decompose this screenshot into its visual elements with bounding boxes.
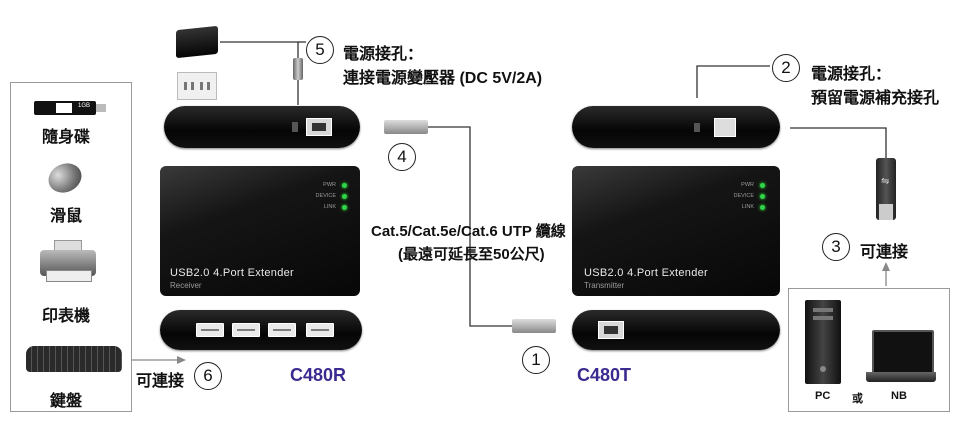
receiver-led-link [342,205,347,210]
step-1-marker: 1 [522,346,550,374]
step-6-marker: 6 [194,362,222,390]
transmitter-led-device [760,194,765,199]
or-label: 或 [852,393,863,405]
transmitter-led-link [760,205,765,210]
keyboard-image [26,346,122,372]
nb-label: NB [891,390,907,402]
power-transmitter-desc: 預留電源補充接孔 [811,90,940,107]
transmitter-led-pwr [760,183,765,188]
peripheral-label-keyboard: 鍵盤 [49,393,82,410]
receiver-usb-port-1 [196,323,224,337]
receiver-led-device [342,194,347,199]
receiver-usb-port-3 [268,323,296,337]
connect-label-left: 可連接 [136,373,185,390]
printer-image [40,240,96,282]
receiver-rj45-port [306,118,332,136]
receiver-led-pwr [342,183,347,188]
transmitter-led-label-pwr: PWR [741,182,754,188]
pc-tower-image [805,300,841,384]
receiver-unit-sub: Receiver [170,281,202,290]
transmitter-rj45-port [598,321,624,339]
transmitter-model-label: C480T [577,365,632,385]
receiver-led-label-link: LINK [323,204,336,210]
step-5-marker: 5 [306,36,334,64]
step-2-marker: 2 [772,54,800,82]
step-4-marker: 4 [388,143,416,171]
transmitter-led-label-link: LINK [741,204,754,210]
transmitter-front-panel [572,310,780,350]
peripheral-label-flash-drive: 隨身碟 [41,129,90,146]
transmitter-unit-sub: Transmitter [584,281,625,290]
receiver-usb-port-2 [232,323,260,337]
wall-outlet-image [177,72,217,100]
receiver-dc-jack [292,122,298,132]
transmitter-rear-panel [572,106,780,148]
receiver-rear-panel [164,106,360,148]
receiver-front-panel [160,310,362,350]
transmitter-led-label-device: DEVICE [733,193,754,199]
adapter-plug-image [293,58,303,80]
receiver-unit-name: USB2.0 4.Port Extender [170,267,294,279]
power-receiver-desc: 連接電源變壓器 (DC 5V/2A) [343,70,543,87]
rj45-connector-bottom [512,319,556,333]
flash-drive-image: 1GB [34,101,106,115]
receiver-led-label-device: DEVICE [315,193,336,199]
flash-drive-text: 1GB [78,103,91,109]
notebook-image [866,330,936,384]
receiver-usb-port-4 [306,323,334,337]
peripheral-label-printer: 印表機 [41,308,90,325]
power-adapter-image [176,25,218,59]
receiver-unit: PWR DEVICE LINK USB2.0 4.Port Extender R… [160,166,360,296]
receiver-led-label-pwr: PWR [323,182,336,188]
usb-cable-connector: ⇋ [876,158,896,220]
usb-symbol-icon: ⇋ [881,176,890,187]
power-receiver-title: 電源接孔： [343,46,424,63]
power-transmitter-title: 電源接孔： [811,66,892,83]
connect-label-right: 可連接 [860,244,909,261]
receiver-model-label: C480R [290,365,347,385]
cable-spec: Cat.5/Cat.5e/Cat.6 UTP 纜線 [371,223,566,240]
pc-label: PC [815,390,831,402]
rj45-connector-top [384,120,428,134]
transmitter-dc-jack [694,123,700,132]
peripheral-label-mouse: 滑鼠 [49,208,82,225]
step-3-marker: 3 [822,233,850,261]
transmitter-unit-name: USB2.0 4.Port Extender [584,267,708,279]
cable-length: (最遠可延長至50公尺) [398,246,545,263]
transmitter-usb-b-port [714,118,736,137]
transmitter-unit: PWR DEVICE LINK USB2.0 4.Port Extender T… [572,166,780,296]
